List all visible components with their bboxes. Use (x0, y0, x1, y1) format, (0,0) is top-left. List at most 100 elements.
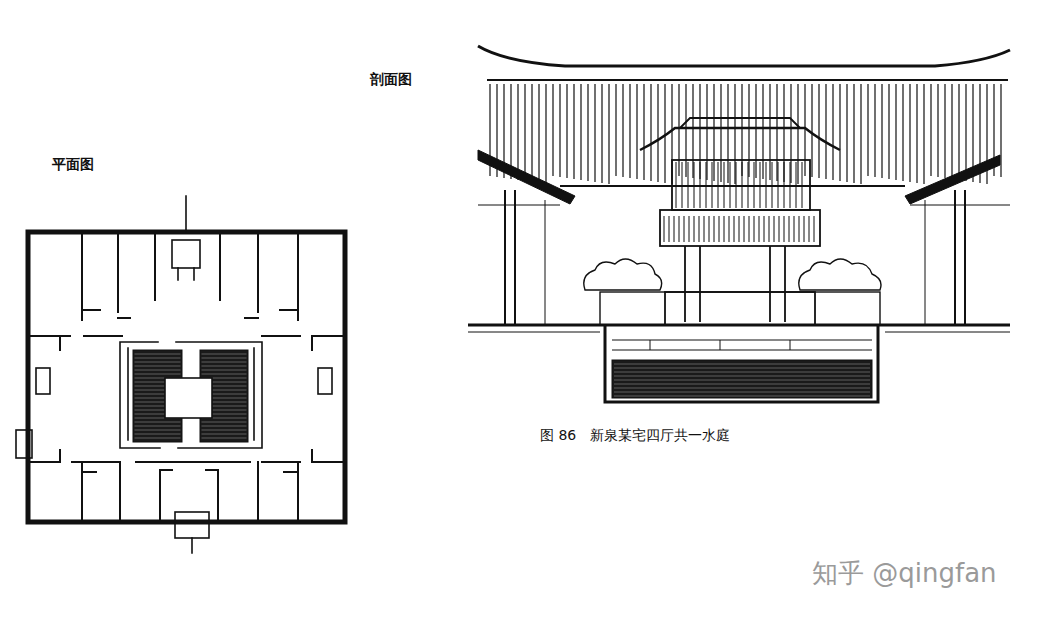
hatch-line (614, 396, 870, 397)
roof-tiles (490, 84, 1001, 184)
lattice-line (718, 162, 719, 208)
tile-line (958, 84, 959, 180)
railing-line (749, 216, 750, 242)
railing-line (764, 216, 765, 242)
tile-line (545, 84, 546, 184)
railing-line (709, 216, 710, 242)
railing-line (744, 216, 745, 242)
view-label: 剖面图 (370, 71, 412, 89)
lattice-line (790, 162, 791, 208)
doors-and-windows (16, 240, 332, 538)
tile-line (615, 84, 616, 176)
lattice-line (736, 162, 737, 208)
tile-line (853, 84, 854, 183)
hatch-line (135, 426, 180, 427)
tile-line (559, 84, 560, 177)
section-drawing (468, 46, 1010, 402)
hatch-line (135, 358, 180, 359)
tile-line (832, 84, 833, 180)
tile-line (937, 84, 938, 177)
tile-line (538, 84, 539, 183)
lattice-line (796, 162, 797, 208)
tile-line (636, 84, 637, 179)
tile-line (566, 84, 567, 178)
hatch-line (614, 368, 870, 369)
railing-line (789, 216, 790, 242)
railing-line (719, 216, 720, 242)
tile-line (517, 84, 518, 180)
tile-line (510, 84, 511, 179)
hatch-line (202, 370, 246, 371)
courtyard-walls (120, 342, 262, 448)
tile-line (944, 84, 945, 178)
tile-line (874, 84, 875, 177)
tile-line (622, 84, 623, 177)
tile-line (965, 84, 966, 181)
railing-line (779, 216, 780, 242)
railing-line (814, 216, 815, 242)
pool-water (612, 360, 872, 398)
lattice-line (688, 162, 689, 208)
railing-line (669, 216, 670, 242)
railing-line (724, 216, 725, 242)
tile-line (734, 84, 735, 184)
hatch-line (135, 374, 180, 375)
tile-line (587, 84, 588, 181)
pool-wall (605, 325, 878, 402)
hatch-line (202, 438, 246, 439)
hatch-line (202, 362, 246, 363)
tile-line (657, 84, 658, 182)
hatch-line (135, 366, 180, 367)
railing-line (699, 216, 700, 242)
lattice-line (784, 162, 785, 208)
hatch-line (135, 422, 180, 423)
hatch-line (614, 392, 870, 393)
tile-line (748, 84, 749, 177)
railing-line (714, 216, 715, 242)
tile-line (797, 84, 798, 184)
pavilion-detail (664, 162, 814, 242)
tile-line (713, 84, 714, 181)
lattice-line (742, 162, 743, 208)
tile-line (650, 84, 651, 181)
tile-line (846, 84, 847, 182)
tile-line (881, 84, 882, 178)
tile-line (580, 84, 581, 180)
lattice-line (694, 162, 695, 208)
pavilion (640, 118, 840, 325)
hatch-line (135, 354, 180, 355)
railing-line (689, 216, 690, 242)
tile-line (769, 84, 770, 180)
railing-line (739, 216, 740, 242)
tile-line (804, 84, 805, 176)
hatch-line (202, 422, 246, 423)
tile-line (860, 84, 861, 184)
figure-caption: 图 86 新泉某宅四厅共一水庭 (540, 427, 730, 445)
hatch-line (202, 430, 246, 431)
tile-line (531, 84, 532, 182)
railing-line (664, 216, 665, 242)
view-label: 平面图 (52, 156, 94, 174)
lattice-line (772, 162, 773, 208)
tile-line (818, 84, 819, 178)
hatch-line (614, 372, 870, 373)
railing-line (694, 216, 695, 242)
lattice-line (706, 162, 707, 208)
lattice-line (712, 162, 713, 208)
tile-line (825, 84, 826, 179)
floor-line (468, 332, 1010, 333)
railing-line (774, 216, 775, 242)
stone-steps (612, 340, 872, 350)
tile-line (706, 84, 707, 180)
tile-line (867, 84, 868, 176)
tile-line (895, 84, 896, 180)
hatch-line (614, 388, 870, 389)
tile-line (909, 84, 910, 182)
hatch-line (202, 366, 246, 367)
hatch-line (135, 438, 180, 439)
tile-line (916, 84, 917, 183)
partition-walls (28, 232, 345, 522)
hatch-line (135, 362, 180, 363)
railing-line (804, 216, 805, 242)
tile-line (930, 84, 931, 176)
